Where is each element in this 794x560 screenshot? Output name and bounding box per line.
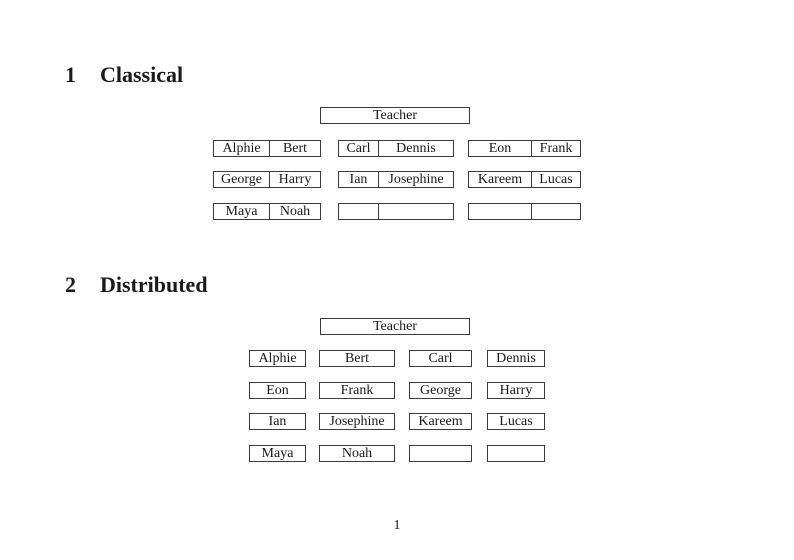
desk: Carl Dennis [338,140,454,157]
section-1-number: 1 [65,62,76,87]
student-box: Noah [319,445,395,462]
desk: Kareem Lucas [468,171,581,188]
desk-seat-left: Maya [214,204,270,219]
desk: Ian Josephine [338,171,454,188]
desk-seat-right: Harry [278,172,312,187]
desk-seat-left: George [214,172,270,187]
teacher-box: Teacher [320,107,470,124]
desk-seat-left: Eon [469,141,532,156]
desk-seat-left: Carl [339,141,379,156]
student-box: Lucas [487,413,545,430]
student-box: Eon [249,382,306,399]
student-box: Josephine [319,413,395,430]
student-box: Alphie [249,350,306,367]
desk: Maya Noah [213,203,321,220]
desk-seat-right: Josephine [388,172,444,187]
student-box-empty [487,445,545,462]
desk-empty [338,203,454,220]
student-box-empty [409,445,472,462]
desk: Eon Frank [468,140,581,157]
student-box: Bert [319,350,395,367]
desk-seat-right: Noah [279,204,311,219]
student-box: Carl [409,350,472,367]
desk: Alphie Bert [213,140,321,157]
desk-seat-left [339,204,379,219]
student-box: Dennis [487,350,545,367]
student-box: Frank [319,382,395,399]
desk-seat-left: Ian [339,172,379,187]
section-1-title: Classical [100,62,184,87]
desk: George Harry [213,171,321,188]
desk-seat-right: Frank [539,141,573,156]
section-2-number: 2 [65,272,76,297]
student-box: George [409,382,472,399]
desk-seat-right: Dennis [396,141,436,156]
student-box: Ian [249,413,306,430]
student-box: Kareem [409,413,472,430]
desk-seat-right: Bert [282,141,308,156]
desk-seat-right: Lucas [539,172,573,187]
desk-seat-left [469,204,532,219]
desk-seat-right [379,204,453,219]
section-2-title: Distributed [100,272,208,297]
student-box: Harry [487,382,545,399]
desk-seat-left: Kareem [469,172,532,187]
teacher-box: Teacher [320,318,470,335]
desk-empty [468,203,581,220]
page-number: 1 [393,518,401,533]
desk-seat-left: Alphie [214,141,270,156]
desk-seat-right [532,204,580,219]
student-box: Maya [249,445,306,462]
